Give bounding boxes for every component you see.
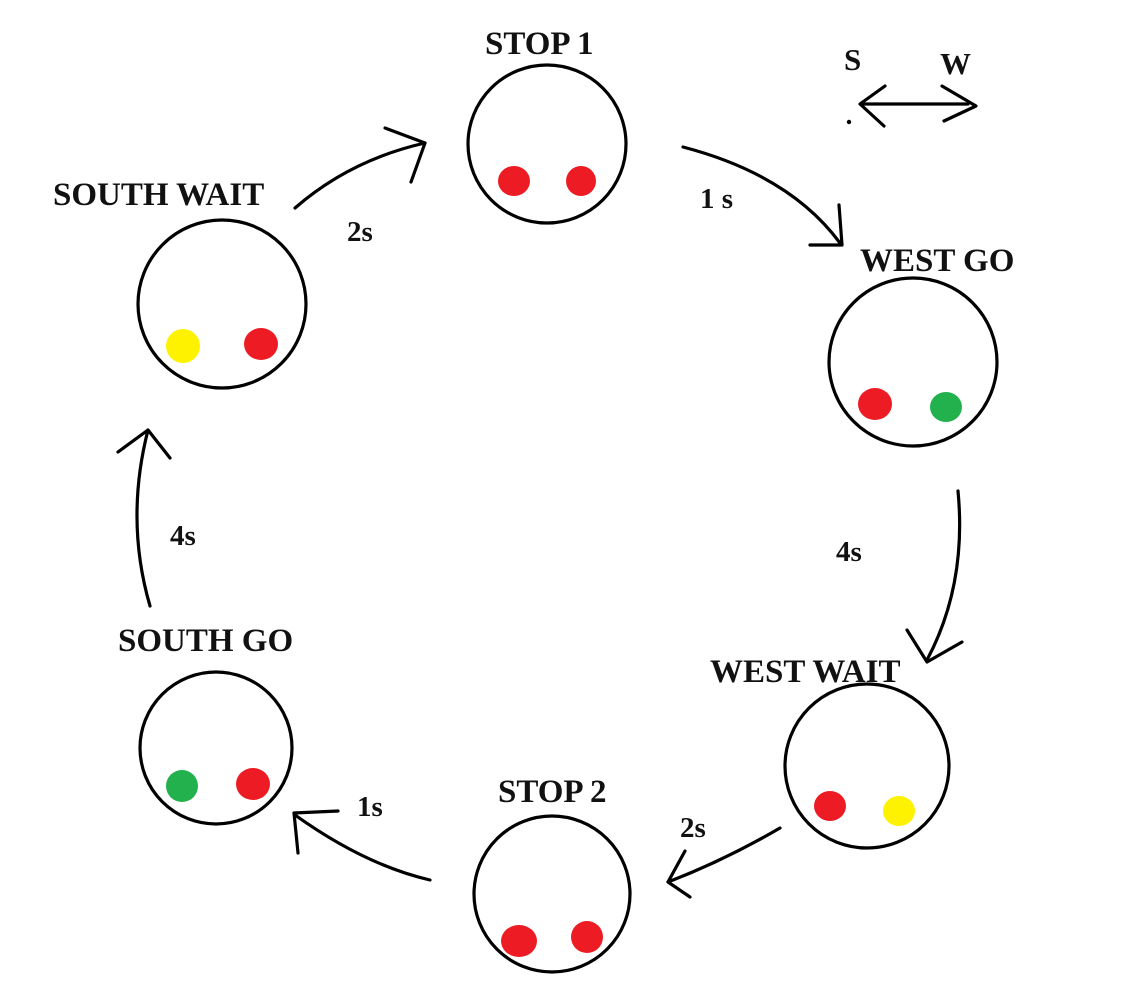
transition-stop-1-to-west-go: 1 s: [681, 145, 844, 247]
arrow-line-west-wait-stop-2: [666, 826, 782, 884]
transition-label-west-go-west-wait: 4s: [836, 536, 862, 568]
state-node-stop-1: [466, 63, 628, 225]
state-label-south-go: SOUTH GO: [118, 623, 293, 659]
state-label-south-wait: SOUTH WAIT: [53, 177, 264, 213]
arrow-line-south-go-south-wait: [135, 428, 152, 608]
state-node-stop-2: [472, 814, 632, 974]
south-light-stop-2: [501, 925, 537, 957]
legend-west-label: W: [940, 46, 971, 81]
state-label-stop-2: STOP 2: [498, 774, 607, 810]
arrow-line-stop-2-south-go: [293, 813, 432, 882]
arrow-line-west-go-west-wait: [925, 489, 962, 662]
south-light-west-wait: [814, 791, 846, 821]
legend-dot: [846, 119, 852, 125]
arrowhead-south-wait-stop-1: [383, 126, 427, 184]
state-node-south-wait: [136, 218, 308, 390]
south-light-south-wait: [166, 329, 200, 363]
west-light-south-wait: [244, 328, 278, 360]
south-light-west-go: [858, 388, 892, 420]
west-light-west-wait: [883, 796, 915, 826]
double-arrow-icon: [858, 84, 978, 128]
state-stop-2: STOP 2: [472, 774, 632, 974]
transition-label-west-wait-stop-2: 2s: [680, 812, 706, 844]
transition-label-south-wait-stop-1: 2s: [347, 216, 373, 248]
legend-south-label: S: [844, 42, 861, 77]
state-stop-1: STOP 1: [466, 26, 628, 225]
transition-south-wait-to-stop-1: 2s: [293, 126, 427, 248]
arrowhead-west-wait-stop-2: [666, 849, 692, 899]
state-node-west-wait: [783, 682, 951, 850]
transition-label-stop-2-south-go: 1s: [357, 791, 383, 823]
state-label-west-go: WEST GO: [860, 243, 1014, 279]
arrowhead-stop-1-west-go: [808, 203, 844, 247]
arrowhead-south-go-south-wait: [116, 428, 172, 460]
south-light-south-go: [166, 770, 198, 802]
transition-west-wait-to-stop-2: 2s: [666, 812, 782, 899]
west-light-stop-1: [566, 166, 596, 196]
transition-label-south-go-south-wait: 4s: [170, 520, 196, 552]
state-label-stop-1: STOP 1: [485, 26, 594, 62]
transition-south-go-to-south-wait: 4s: [116, 428, 196, 608]
arrowhead-stop-2-south-go: [292, 809, 340, 855]
state-south-wait: SOUTH WAIT: [53, 177, 308, 390]
west-light-south-go: [236, 768, 270, 800]
west-light-stop-2: [571, 921, 603, 953]
arrow-line-stop-1-west-go: [681, 145, 842, 245]
state-node-south-go: [138, 670, 294, 826]
state-west-go: WEST GO: [827, 243, 1014, 448]
transition-west-go-to-west-wait: 4s: [836, 489, 964, 664]
south-light-stop-1: [498, 166, 530, 196]
transition-label-stop-1-west-go: 1 s: [700, 183, 733, 215]
arrow-line-south-wait-stop-1: [293, 141, 427, 210]
direction-legend: S W: [844, 42, 978, 128]
state-south-go: SOUTH GO: [118, 623, 294, 826]
arrowhead-west-go-west-wait: [905, 628, 964, 664]
transition-stop-2-to-south-go: 1s: [292, 791, 432, 882]
state-west-wait: WEST WAIT: [710, 654, 951, 850]
state-node-west-go: [827, 276, 999, 448]
west-light-west-go: [930, 392, 962, 422]
